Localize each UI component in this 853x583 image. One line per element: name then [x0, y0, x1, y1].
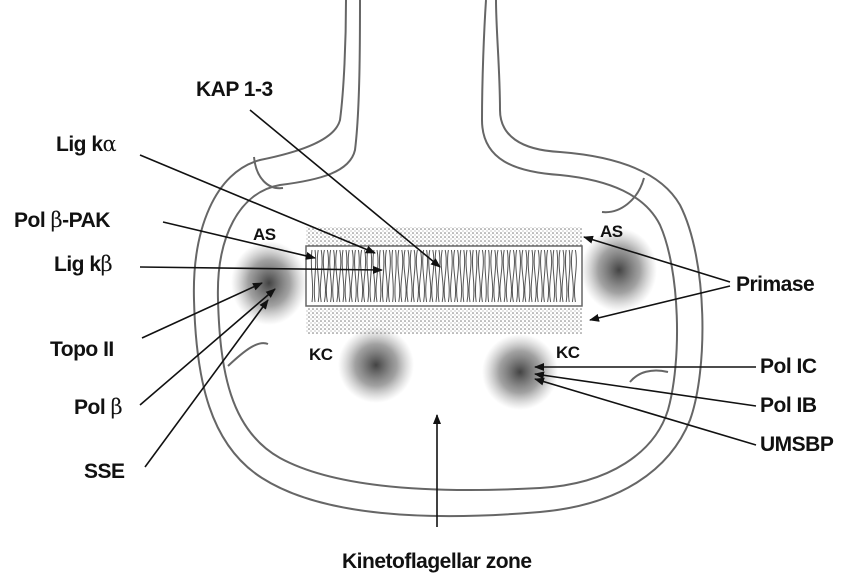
label-lig-kb-greek: β: [101, 252, 113, 276]
crista: [630, 370, 668, 382]
label-kinetoflagellar-zone: Kinetoflagellar zone: [342, 550, 532, 574]
kc-right-region: [482, 334, 558, 410]
label-topo: Topo II: [50, 338, 114, 362]
label-kap: KAP 1-3: [196, 78, 273, 102]
label-polb-text: Pol: [74, 396, 111, 419]
arrow-umsbp: [535, 379, 756, 445]
label-lig-ka-greek: α: [103, 132, 117, 156]
crista: [254, 157, 283, 188]
label-lig-kb-text: Lig k: [54, 253, 101, 276]
label-polb-pak: Pol β-PAK: [14, 208, 110, 233]
label-polb-greek: β: [111, 395, 123, 419]
label-pol-ib: Pol IB: [760, 394, 817, 418]
arrow-polb-pak: [163, 222, 315, 258]
crista: [602, 178, 644, 212]
label-as-left: AS: [253, 225, 276, 245]
arrow-pol-ib: [535, 374, 756, 406]
label-polb-pak-greek: β: [51, 208, 63, 232]
label-pol-ic: Pol IC: [760, 355, 817, 379]
arrow-polb: [140, 289, 275, 405]
kdna-bottom-layer: [306, 308, 582, 334]
label-kc-left: KC: [309, 345, 333, 365]
label-polb-pak-text: Pol: [14, 209, 51, 232]
label-polb-pak-suffix: -PAK: [62, 209, 110, 232]
label-primase: Primase: [736, 273, 814, 297]
arrow-sse: [145, 300, 268, 467]
label-lig-ka: Lig kα: [56, 132, 116, 157]
kc-left-region: [338, 327, 414, 403]
label-as-right: AS: [600, 222, 623, 242]
label-sse: SSE: [84, 460, 125, 484]
label-polb: Pol β: [74, 395, 122, 420]
label-kc-right: KC: [556, 343, 580, 363]
label-lig-kb: Lig kβ: [54, 252, 112, 277]
label-umsbp: UMSBP: [760, 433, 833, 457]
label-lig-ka-text: Lig k: [56, 133, 103, 156]
